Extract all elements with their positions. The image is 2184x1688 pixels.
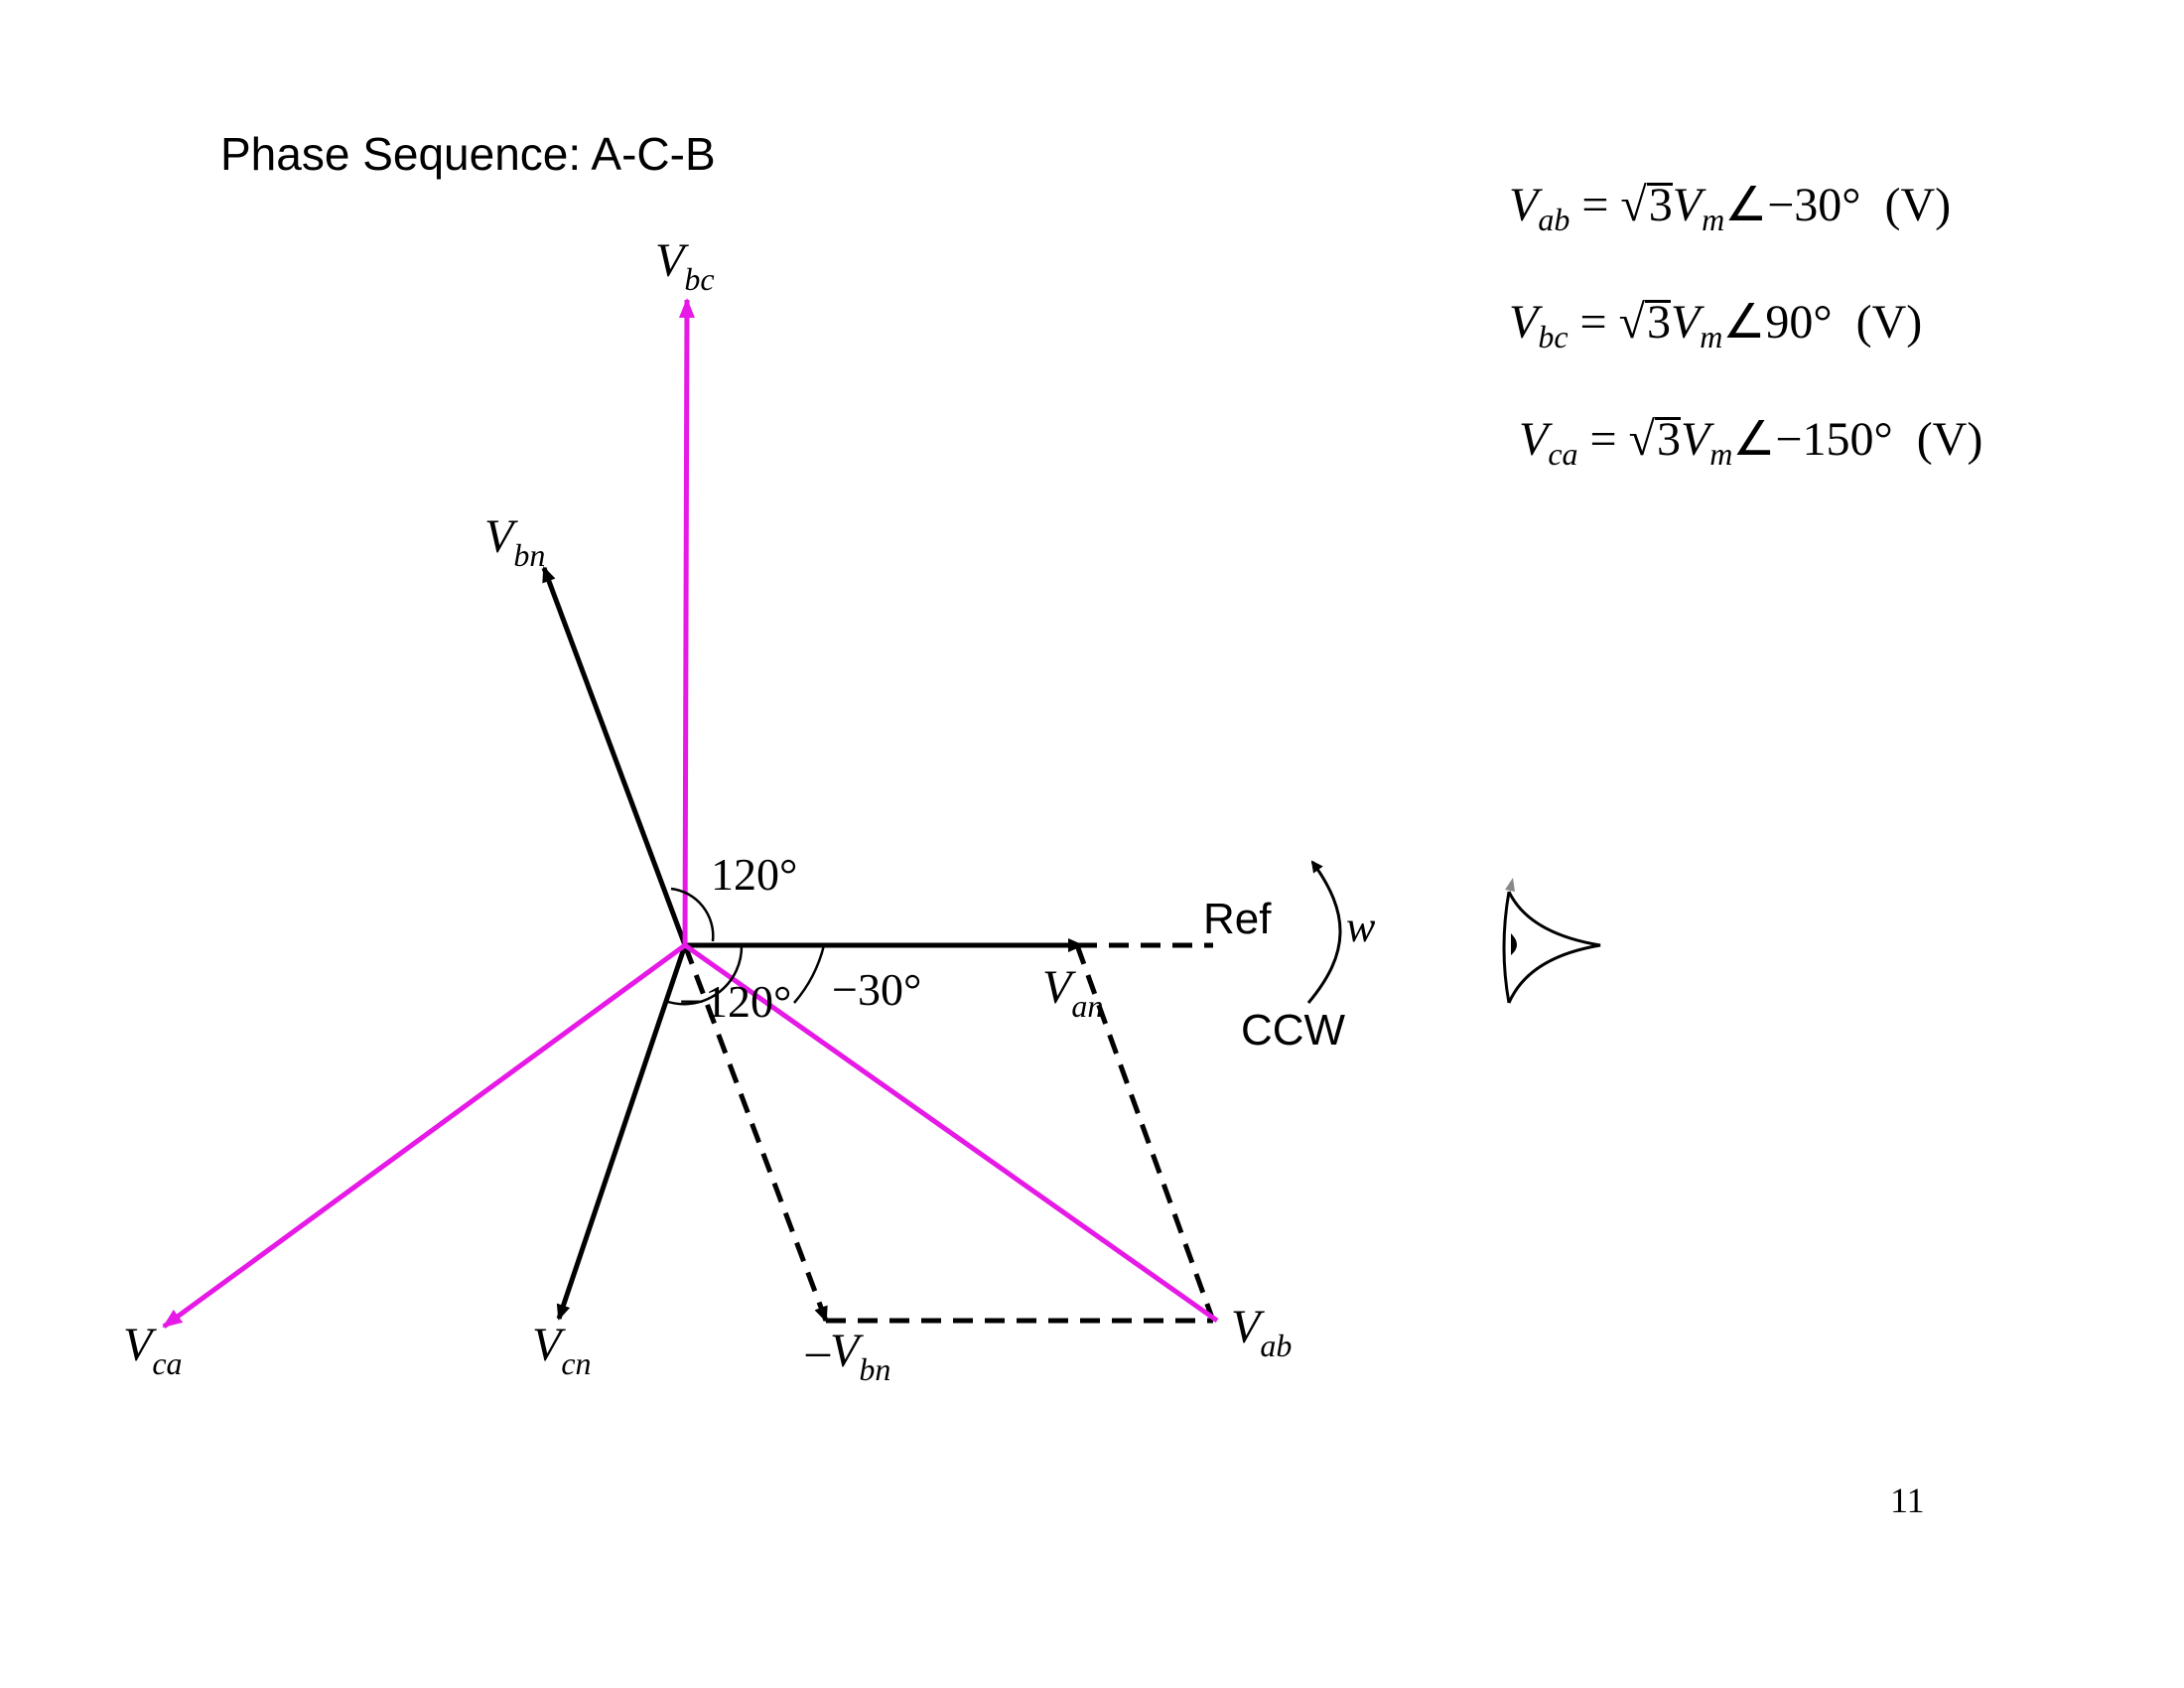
sqrt-symbol: √ (1620, 179, 1647, 231)
angle-arc-120 (670, 887, 715, 942)
dashed-vab-construction-right (1074, 944, 1216, 1322)
eq-unit: (V) (1855, 296, 1923, 349)
label-vbn: Vbn (484, 510, 545, 573)
rotation-arrow (1306, 860, 1342, 1004)
slide-title: Phase Sequence: A-C-B (220, 128, 716, 180)
phasor-vbn (541, 566, 688, 946)
angle-label-120: 120° (711, 849, 797, 900)
equation-vab: Vab = √3Vm∠−30° (V) (1509, 177, 1951, 238)
eq-var: V (1509, 296, 1539, 349)
eq-angle: ∠−150° (1732, 413, 1893, 466)
omega-label: w (1346, 903, 1376, 951)
angle-label-minus30: −30° (832, 964, 921, 1015)
dashed-neg-vbn-phasor (682, 944, 829, 1323)
eq-magnitude: V (1670, 296, 1701, 349)
eq-magnitude: V (1680, 413, 1710, 466)
label-vcn: Vcn (532, 1319, 592, 1381)
label-van: Van (1042, 961, 1103, 1024)
eq-unit: (V) (1884, 179, 1952, 231)
eq-var: V (1519, 413, 1549, 466)
eq-equals: = (1581, 179, 1609, 231)
sqrt-radicand: 3 (1644, 296, 1671, 349)
eq-magnitude: V (1672, 179, 1703, 231)
angle-label-minus120: −120° (679, 976, 791, 1027)
eq-var-sub: ab (1538, 202, 1570, 237)
eq-magnitude-sub: m (1700, 319, 1723, 354)
eq-unit: (V) (1916, 413, 1983, 466)
eq-var-sub: ca (1548, 436, 1578, 472)
eq-equals: = (1589, 413, 1617, 466)
angle-arc-minus30 (793, 944, 826, 1004)
direction-label: CCW (1241, 1006, 1346, 1055)
ref-label: Ref (1203, 895, 1272, 943)
eq-magnitude-sub: m (1709, 436, 1733, 472)
eq-var-sub: bc (1538, 319, 1569, 354)
eq-equals: = (1579, 296, 1607, 349)
eq-magnitude-sub: m (1702, 202, 1725, 237)
page-number: 11 (1890, 1480, 1925, 1520)
label-vab: Vab (1231, 1301, 1292, 1363)
phasor-vca (162, 942, 687, 1330)
label-vbc: Vbc (655, 234, 715, 297)
eq-var: V (1509, 179, 1539, 231)
phasor-vab (683, 942, 1219, 1324)
angle-arc-minus120 (664, 944, 744, 1006)
equation-vca: Vca = √3Vm∠−150° (V) (1519, 411, 1982, 473)
sqrt-symbol: √ (1618, 296, 1645, 349)
eq-angle: ∠−30° (1724, 179, 1861, 231)
phasor-vcn (556, 944, 688, 1321)
sqrt-symbol: √ (1628, 413, 1655, 466)
label-neg-vbn: –Vbn (805, 1325, 890, 1387)
sqrt-radicand: 3 (1646, 179, 1673, 231)
eq-angle: ∠90° (1722, 296, 1833, 349)
eye-icon (1502, 878, 1601, 1004)
label-vca: Vca (123, 1319, 183, 1381)
phasor-vbc (678, 298, 695, 946)
equation-vbc: Vbc = √3Vm∠90° (V) (1509, 294, 1922, 355)
sqrt-radicand: 3 (1654, 413, 1681, 466)
